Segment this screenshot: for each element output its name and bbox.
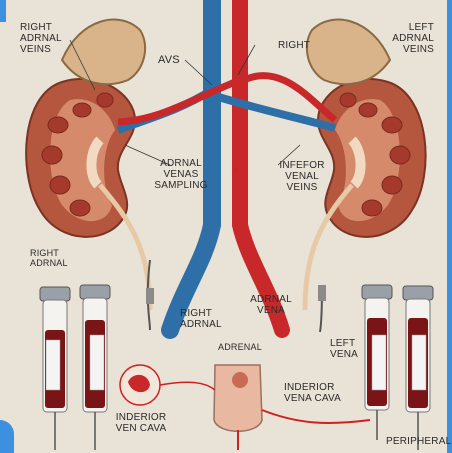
catheter-tip-left <box>318 285 326 301</box>
sampling-point-marker <box>234 168 239 173</box>
label-left-vena: LEFT VENA <box>330 338 358 360</box>
label-inferior-renal-veins: INFEFOR VENAL VEINS <box>270 160 334 193</box>
label-right-adrenal-mid: RIGHT ADRNAL <box>30 248 68 268</box>
label-inferior-vena-cava-left: INDERIOR VEN CAVA <box>110 412 172 434</box>
label-right: RIGHT <box>278 40 310 51</box>
iv-bag-kidney-icon <box>232 372 248 388</box>
label-avs: AVS <box>158 55 180 66</box>
label-adrenal-bottom: ADRENAL <box>218 342 262 352</box>
label-right-adrenal-lower: RIGHT ADRNAL <box>180 308 222 330</box>
iv-tube-to-inset <box>160 382 215 390</box>
test-tube-2 <box>80 285 110 450</box>
test-tube-1 <box>40 287 70 450</box>
catheter-tip-right <box>146 288 154 304</box>
left-kidney <box>318 79 426 237</box>
label-adrenal-venous-sampling: ADRNAL VENAS SAMPLING <box>150 158 212 191</box>
test-tube-3 <box>362 285 392 440</box>
label-adrenal-vena: ADRNAL VENA <box>246 294 296 316</box>
label-peripheral: PERIPHERAL <box>386 436 451 447</box>
left-adrenal-gland <box>307 20 390 85</box>
label-left-adrenal-veins: LEFT ADRNAL VEINS <box>382 22 434 55</box>
label-inferior-vena-cava-right: INDERIOR VENA CAVA <box>284 382 341 404</box>
test-tube-4 <box>403 286 433 450</box>
right-kidney <box>26 79 135 237</box>
right-adrenal-gland <box>62 20 145 85</box>
label-right-adrenal-veins: RIGHT ADRNAL VEINS <box>20 22 62 55</box>
iv-tube-to-left <box>262 410 370 423</box>
